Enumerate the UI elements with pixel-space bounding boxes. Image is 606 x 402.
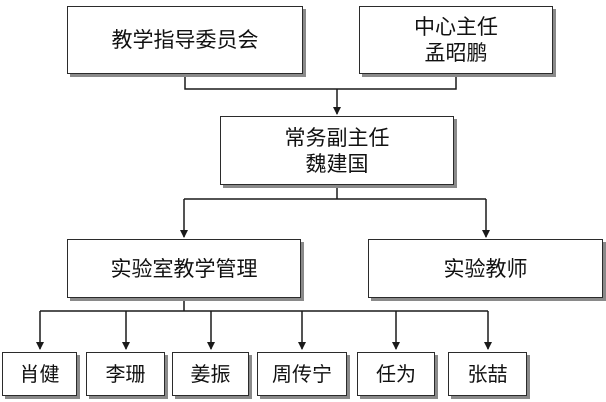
staff-box-1: 肖健	[2, 352, 77, 396]
director-title: 中心主任	[414, 15, 498, 39]
lab-management-label: 实验室教学管理	[110, 256, 258, 281]
lab-teachers-label: 实验教师	[443, 256, 528, 281]
staff-box-5: 任为	[357, 352, 435, 396]
staff-name: 张喆	[467, 362, 508, 386]
connector-committee	[184, 74, 337, 90]
deputy-box: 常务副主任 魏建国	[220, 116, 454, 185]
director-name: 孟昭鹏	[424, 41, 488, 65]
connector-deputy-split	[184, 185, 486, 200]
staff-box-6: 张喆	[448, 352, 527, 396]
deputy-name: 魏建国	[305, 151, 369, 176]
staff-name: 姜振	[190, 362, 231, 386]
staff-name: 任为	[376, 362, 416, 386]
director-box: 中心主任 孟昭鹏	[359, 6, 553, 74]
staff-name: 肖健	[19, 362, 60, 386]
staff-box-2: 李珊	[86, 352, 165, 396]
lab-management-box: 实验室教学管理	[67, 239, 301, 298]
staff-box-4: 周传宁	[257, 352, 347, 396]
deputy-title: 常务副主任	[284, 125, 390, 150]
committee-box: 教学指导委员会	[67, 6, 303, 74]
connector-staff-bus	[40, 298, 488, 312]
staff-name: 周传宁	[272, 362, 332, 386]
committee-label: 教学指导委员会	[111, 28, 259, 52]
staff-box-3: 姜振	[172, 352, 249, 396]
connector-director	[337, 74, 457, 90]
lab-teachers-box: 实验教师	[368, 239, 603, 298]
staff-name: 李珊	[105, 362, 146, 386]
